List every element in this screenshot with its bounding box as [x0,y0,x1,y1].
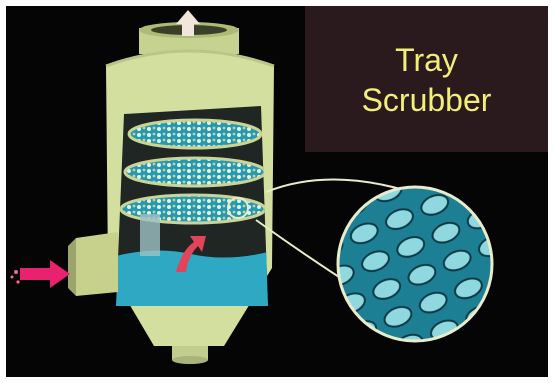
tray-1 [129,120,261,148]
tray-2 [125,158,265,186]
tray-scrubber-illustration [6,6,548,377]
downcomer [140,214,160,256]
inlet-duct [76,232,118,296]
magnified-tray-detail [326,176,506,356]
gas-inlet [11,232,119,296]
gas-inlet-arrow-icon [20,260,70,288]
liquid-pool [116,250,268,306]
slide-frame: Tray Scrubber [6,6,548,377]
cutaway-interior [106,101,276,311]
